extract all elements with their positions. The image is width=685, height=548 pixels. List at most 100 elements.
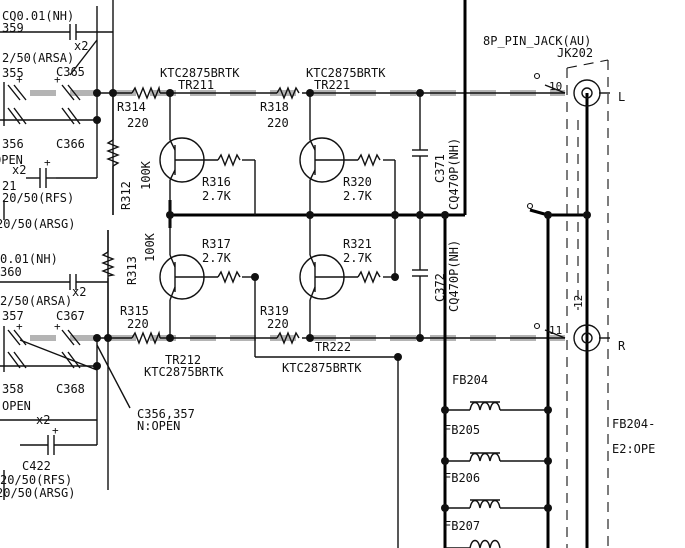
transistor-tr221 <box>299 137 345 183</box>
label-c422: C422 <box>22 459 51 473</box>
ferrite-beads <box>469 401 501 548</box>
transistor-tr211 <box>159 137 205 183</box>
left-capacitor-block: + + + + + + <box>0 0 131 500</box>
label-2-50-arsa-top: 2/50(ARSA) <box>2 51 74 65</box>
label-fb-note-e2: E2:OPE <box>612 442 655 456</box>
label-r320-val: 2.7K <box>343 189 373 203</box>
bead-fb207 <box>469 539 501 548</box>
label-c360: 360 <box>0 265 22 279</box>
resistor-r316 <box>217 153 241 167</box>
label-c365: C365 <box>56 65 85 79</box>
label-r321: R321 <box>343 237 372 251</box>
resistor-r320 <box>357 153 381 167</box>
bead-fb204 <box>469 401 501 411</box>
label-c367: C367 <box>56 309 85 323</box>
label-cq0-01-nh-top: CQ0.01(NH) <box>2 9 74 23</box>
label-x2-top: x2 <box>74 39 88 53</box>
bead-fb205 <box>469 452 501 462</box>
label-20-50-arsg-bot: 20/50(ARSG) <box>0 486 75 500</box>
label-c357: 357 <box>2 309 24 323</box>
label-c358: 358 <box>2 382 24 396</box>
label-0-01-nh-bot: 0.01(NH) <box>0 252 58 266</box>
label-r314: R314 <box>117 100 146 114</box>
plus-sign: + <box>54 73 61 86</box>
jack-l-terminal <box>573 79 601 107</box>
label-c366: C366 <box>56 137 85 151</box>
label-jack-name: 8P_PIN_JACK(AU) <box>483 34 591 48</box>
plus-sign: + <box>52 424 59 437</box>
label-c359: 359 <box>2 21 24 35</box>
label-r314-val: 220 <box>127 116 149 130</box>
label-tr221-type: KTC2875BRTK <box>306 66 386 80</box>
note-c356-357: C356,357 <box>137 407 195 421</box>
label-c356: 356 <box>2 137 24 151</box>
label-out-l: L <box>618 90 625 104</box>
label-c368: C368 <box>56 382 85 396</box>
plus-sign: + <box>16 73 23 86</box>
plus-sign: + <box>44 156 51 169</box>
label-r318: R318 <box>260 100 289 114</box>
label-out-r: R <box>618 339 626 353</box>
label-r321-val: 2.7K <box>343 251 373 265</box>
label-pin-12: 12 <box>572 295 585 308</box>
junction-dots <box>93 72 591 512</box>
label-x2-mid: x2 <box>12 163 26 177</box>
label-20-50-rfs-top: 20/50(RFS) <box>2 191 74 205</box>
label-fb205: FB205 <box>444 423 480 437</box>
label-open-bot: OPEN <box>2 399 31 413</box>
label-c371-val: CQ470P(NH) <box>447 138 461 210</box>
label-r316: R316 <box>202 175 231 189</box>
label-r312-val: 100K <box>139 160 153 190</box>
transistor-tr212 <box>159 254 205 301</box>
label-tr221: TR221 <box>314 78 350 92</box>
label-r317: R317 <box>202 237 231 251</box>
label-fb207: FB207 <box>444 519 480 533</box>
resistor-r315 <box>131 330 161 345</box>
label-fb-note: FB204- <box>612 417 655 431</box>
label-r320: R320 <box>343 175 372 189</box>
label-r313-val: 100K <box>143 232 157 262</box>
label-2-50-arsa-bot: 2/50(ARSA) <box>0 294 72 308</box>
label-fb204: FB204 <box>452 373 488 387</box>
label-tr222: TR222 <box>315 340 351 354</box>
label-r312: R312 <box>119 181 133 210</box>
transistor-tr222 <box>299 254 345 301</box>
note-n-open: N:OPEN <box>137 419 180 433</box>
label-tr222-type: KTC2875BRTK <box>282 361 362 375</box>
jack-r-terminal <box>573 324 601 352</box>
label-c355: 355 <box>2 66 24 80</box>
label-r316-val: 2.7K <box>202 189 232 203</box>
label-tr212: TR212 <box>165 353 201 367</box>
plus-sign: + <box>54 320 61 333</box>
label-c372-val: CQ470P(NH) <box>447 240 461 312</box>
label-20-50-rfs-bot: 20/50(RFS) <box>0 473 72 487</box>
label-tr211-type: KTC2875BRTK <box>160 66 240 80</box>
resistors <box>101 85 381 345</box>
resistor-r318 <box>276 86 300 100</box>
resistor-r321 <box>357 270 381 284</box>
label-x2-bot: x2 <box>72 285 86 299</box>
label-r313: R313 <box>125 256 139 285</box>
label-x2-low: x2 <box>36 413 50 427</box>
label-c372: C372 <box>433 273 447 302</box>
jack-outline <box>566 59 609 548</box>
label-jack-ref: JK202 <box>557 46 593 60</box>
bead-fb206 <box>469 499 501 509</box>
label-r319: R319 <box>260 304 289 318</box>
resistor-r319 <box>276 331 300 345</box>
plus-sign: + <box>16 320 23 333</box>
resistor-r317 <box>217 270 241 284</box>
label-open-top: OPEN <box>0 153 23 167</box>
wiring <box>97 0 610 548</box>
label-pin-11: 11 <box>549 324 562 337</box>
label-r319-val: 220 <box>267 317 289 331</box>
label-c21: 21 <box>2 179 16 193</box>
label-pin-10: 10 <box>549 80 562 93</box>
label-20-50-arsg-top: 20/50(ARSG) <box>0 217 75 231</box>
resistor-r312 <box>106 139 120 167</box>
label-r317-val: 2.7K <box>202 251 232 265</box>
resistor-r314 <box>131 85 161 100</box>
label-r315-val: 220 <box>127 317 149 331</box>
label-r318-val: 220 <box>267 116 289 130</box>
